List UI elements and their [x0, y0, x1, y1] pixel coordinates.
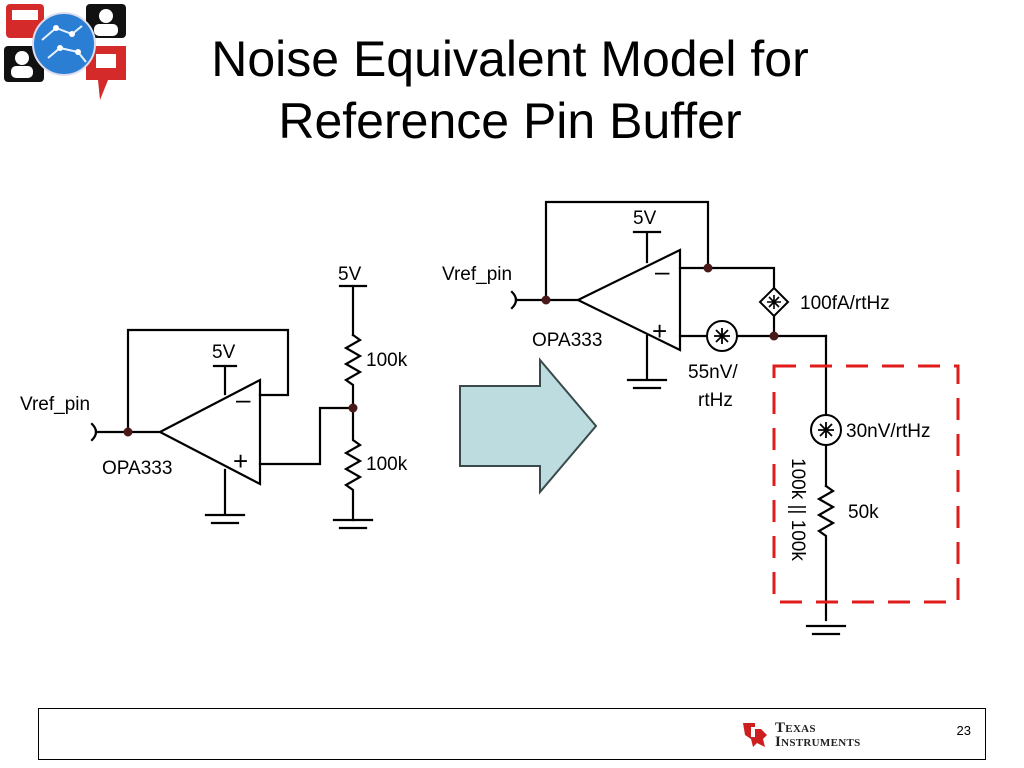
- title-line-2: Reference Pin Buffer: [278, 93, 742, 149]
- right-opamp-plus: +: [652, 316, 667, 346]
- left-opamp-minus: –: [236, 384, 251, 414]
- current-noise-source-icon: [758, 286, 790, 318]
- collaboration-globe-icon: [4, 4, 126, 100]
- resistor-value-label: 50k: [848, 502, 879, 523]
- left-opamp-label: OPA333: [102, 458, 172, 479]
- logo-line-1: Texas: [775, 720, 816, 736]
- left-opamp-buffer: [90, 328, 354, 525]
- resistor-top: [343, 333, 363, 410]
- left-opamp-plus: +: [233, 446, 248, 476]
- right-input-label: Vref_pin: [442, 264, 512, 285]
- left-resistor-top-label: 100k: [366, 350, 408, 371]
- resistor-noise-source-icon: [810, 414, 842, 446]
- voltage-noise-label-line1: 55nV/: [688, 362, 738, 383]
- logo-line-2: Instruments: [775, 734, 861, 750]
- schematic-diagram: – + 5V 5V Vref_pin OPA333 100k 100k – + …: [20, 200, 960, 636]
- texas-instruments-logo-icon: [743, 723, 767, 747]
- texas-instruments-wordmark: Texas Instruments: [775, 720, 861, 750]
- title-line-1: Noise Equivalent Model for: [211, 31, 809, 87]
- footer-bar: Texas Instruments 23: [38, 708, 986, 760]
- circuit-nodes: [123, 263, 779, 437]
- left-supply-opamp: 5V: [212, 342, 236, 363]
- left-resistor-bottom-label: 100k: [366, 454, 408, 475]
- current-noise-label: 100fA/rtHz: [800, 293, 890, 314]
- slide-title: Noise Equivalent Model for Reference Pin…: [150, 28, 870, 152]
- left-resistor-divider: [332, 284, 374, 530]
- transform-arrow-icon: [459, 357, 598, 495]
- thevenin-equivalent-box: [772, 364, 960, 604]
- left-supply-divider: 5V: [338, 264, 362, 285]
- resistor-bottom: [343, 406, 363, 522]
- right-supply: 5V: [633, 208, 657, 229]
- resistor-50k: [816, 484, 836, 622]
- right-opamp-minus: –: [655, 256, 670, 286]
- voltage-noise-source-icon: [706, 320, 738, 352]
- resistor-noise-label: 30nV/rtHz: [846, 421, 930, 442]
- voltage-noise-label-line2: rtHz: [698, 390, 733, 411]
- left-input-label: Vref_pin: [20, 394, 90, 415]
- right-opamp-label: OPA333: [532, 330, 602, 351]
- parallel-resistance-label: 100k || 100k: [787, 458, 808, 561]
- right-opamp-buffer: [510, 200, 847, 636]
- page-number: 23: [956, 723, 971, 738]
